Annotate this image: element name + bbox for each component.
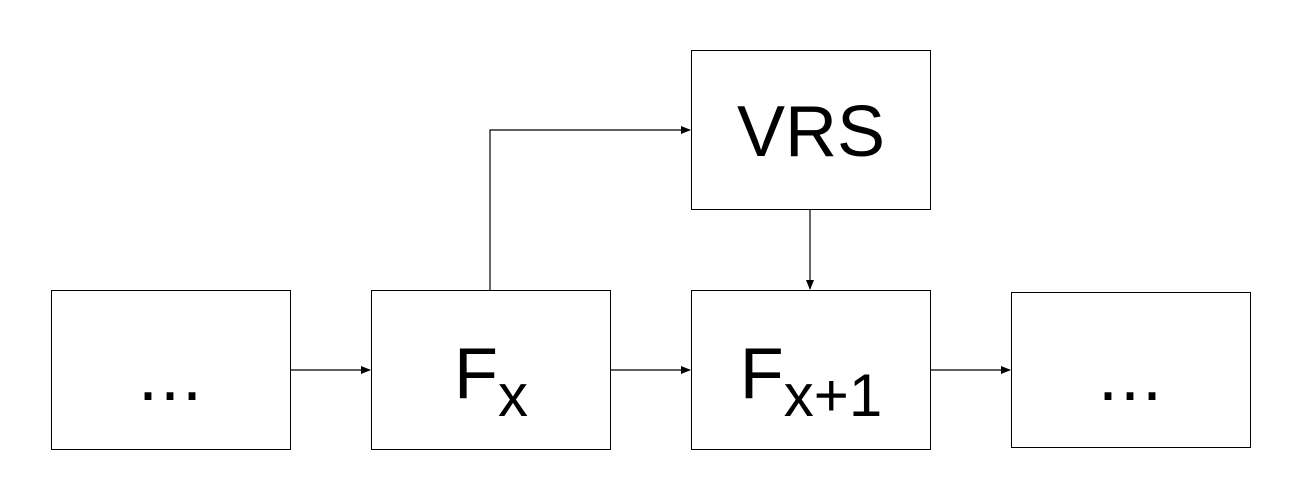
next-frame-label: ... <box>1097 336 1164 416</box>
frame-x-plus-1-main-letter: F <box>739 334 784 414</box>
previous-frame-box: ... <box>51 290 291 450</box>
next-frame-box: ... <box>1011 292 1251 448</box>
frame-x-subscript: x <box>497 362 528 429</box>
frame-x-plus-1-subscript: x+1 <box>783 362 883 429</box>
arrow-fx-to-vrs <box>489 126 691 290</box>
vrs-label: VRS <box>736 92 886 172</box>
previous-frame-label: ... <box>137 336 204 416</box>
frame-x-main-letter: F <box>454 334 498 414</box>
vrs-box: VRS <box>691 50 931 210</box>
